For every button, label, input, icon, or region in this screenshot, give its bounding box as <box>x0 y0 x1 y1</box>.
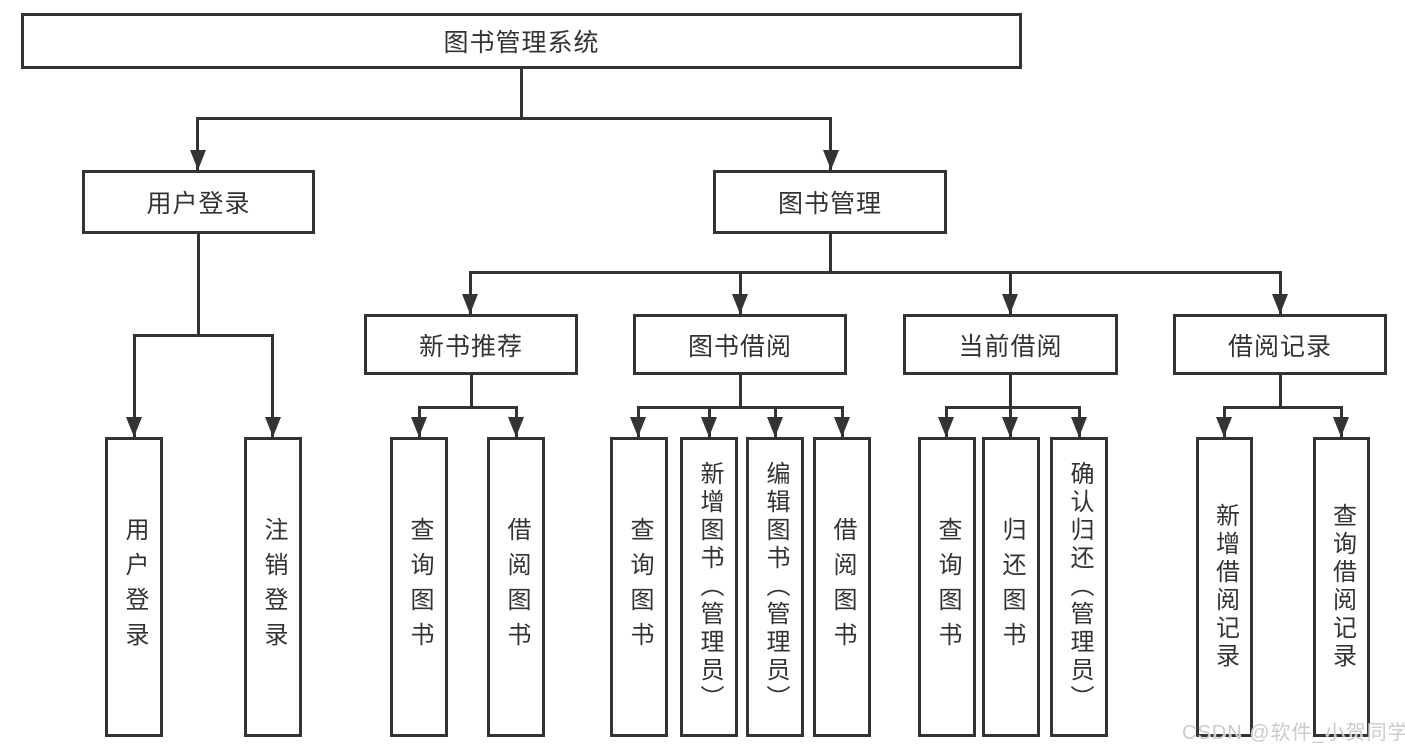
node-book-borrowing: 图书借阅 <box>633 314 847 375</box>
leaf-add-books-admin-label: 新增图书（管理员） <box>696 461 723 713</box>
leaf-query-books-recommend-label: 查询图书 <box>406 517 433 657</box>
connector-vline <box>470 375 473 407</box>
connector-vline <box>196 117 199 170</box>
connector-vline <box>829 234 832 274</box>
arrowhead-down <box>1071 417 1087 437</box>
arrowhead-down <box>1002 294 1018 314</box>
leaf-logout: 注销登录 <box>244 437 302 737</box>
leaf-query-borrow-record-label: 查询借阅记录 <box>1328 503 1356 671</box>
connector-vline <box>829 117 832 170</box>
leaf-query-books-current-label: 查询图书 <box>934 517 961 657</box>
leaf-logout-label: 注销登录 <box>260 517 287 657</box>
leaf-query-books-current: 查询图书 <box>918 437 976 737</box>
connector-vline <box>271 334 274 437</box>
connector-vline <box>739 375 742 407</box>
arrowhead-down <box>630 417 646 437</box>
leaf-query-books-borrowing: 查询图书 <box>610 437 668 737</box>
watermark: CSDN @软件_小贺同学 <box>1182 722 1405 744</box>
arrowhead-down <box>508 417 524 437</box>
connector-vline <box>1279 271 1282 314</box>
node-library-management-system-label: 图书管理系统 <box>443 29 600 57</box>
node-book-borrowing-label: 图书借阅 <box>687 332 792 361</box>
leaf-borrow-books: 借阅图书 <box>813 437 871 737</box>
leaf-edit-books-admin-label: 编辑图书（管理员） <box>762 461 789 713</box>
node-book-management-label: 图书管理 <box>777 190 882 218</box>
node-current-borrowing-label: 当前借阅 <box>958 332 1063 361</box>
connector-vline <box>739 271 742 314</box>
leaf-borrow-books-recommend: 借阅图书 <box>487 437 545 737</box>
leaf-user-login-label: 用户登录 <box>121 517 148 657</box>
node-user-login-label: 用户登录 <box>146 190 251 218</box>
leaf-return-books-label: 归还图书 <box>998 517 1025 657</box>
arrowhead-down <box>411 417 427 437</box>
arrowhead-down <box>834 417 850 437</box>
leaf-add-borrow-record: 新增借阅记录 <box>1196 437 1253 737</box>
arrowhead-down <box>938 417 954 437</box>
arrowhead-down <box>732 294 748 314</box>
connector-vline <box>1009 375 1012 407</box>
connector-vline <box>1279 375 1282 407</box>
leaf-query-borrow-record: 查询借阅记录 <box>1313 437 1370 737</box>
connector-hline <box>1223 406 1343 409</box>
connector-hline <box>945 406 1081 409</box>
node-borrowing-records: 借阅记录 <box>1173 314 1387 375</box>
arrowhead-down <box>1272 294 1288 314</box>
node-book-management: 图书管理 <box>713 170 947 234</box>
arrowhead-down <box>767 417 783 437</box>
leaf-confirm-return-admin: 确认归还（管理员） <box>1050 437 1108 737</box>
node-user-login: 用户登录 <box>82 170 315 234</box>
connector-vline <box>133 334 136 437</box>
leaf-confirm-return-admin-label: 确认归还（管理员） <box>1066 461 1093 713</box>
connector-hline <box>133 334 274 337</box>
arrowhead-down <box>1333 417 1349 437</box>
leaf-add-borrow-record-label: 新增借阅记录 <box>1211 503 1239 671</box>
node-library-management-system: 图书管理系统 <box>21 13 1022 69</box>
leaf-borrow-books-recommend-label: 借阅图书 <box>503 517 530 657</box>
connector-vline <box>1009 271 1012 314</box>
arrowhead-down <box>462 294 478 314</box>
leaf-edit-books-admin: 编辑图书（管理员） <box>746 437 804 737</box>
arrowhead-down <box>823 150 839 170</box>
arrowhead-down <box>126 417 142 437</box>
node-new-book-recommendation-label: 新书推荐 <box>418 332 523 361</box>
leaf-user-login: 用户登录 <box>105 437 163 737</box>
arrowhead-down <box>1002 417 1018 437</box>
leaf-query-books-recommend: 查询图书 <box>390 437 448 737</box>
leaf-return-books: 归还图书 <box>982 437 1040 737</box>
arrowhead-down <box>265 417 281 437</box>
connector-hline <box>637 406 844 409</box>
leaf-add-books-admin: 新增图书（管理员） <box>680 437 738 737</box>
connector-vline <box>469 271 472 314</box>
connector-vline <box>197 234 200 335</box>
arrowhead-down <box>190 150 206 170</box>
leaf-borrow-books-label: 借阅图书 <box>829 517 856 657</box>
leaf-query-books-borrowing-label: 查询图书 <box>626 517 653 657</box>
connector-hline <box>418 406 518 409</box>
arrowhead-down <box>701 417 717 437</box>
node-current-borrowing: 当前借阅 <box>903 314 1118 375</box>
connector-hline <box>196 117 832 120</box>
connector-hline <box>469 271 1282 274</box>
connector-vline <box>520 69 523 118</box>
node-borrowing-records-label: 借阅记录 <box>1227 332 1332 361</box>
node-new-book-recommendation: 新书推荐 <box>364 314 578 375</box>
arrowhead-down <box>1216 417 1232 437</box>
